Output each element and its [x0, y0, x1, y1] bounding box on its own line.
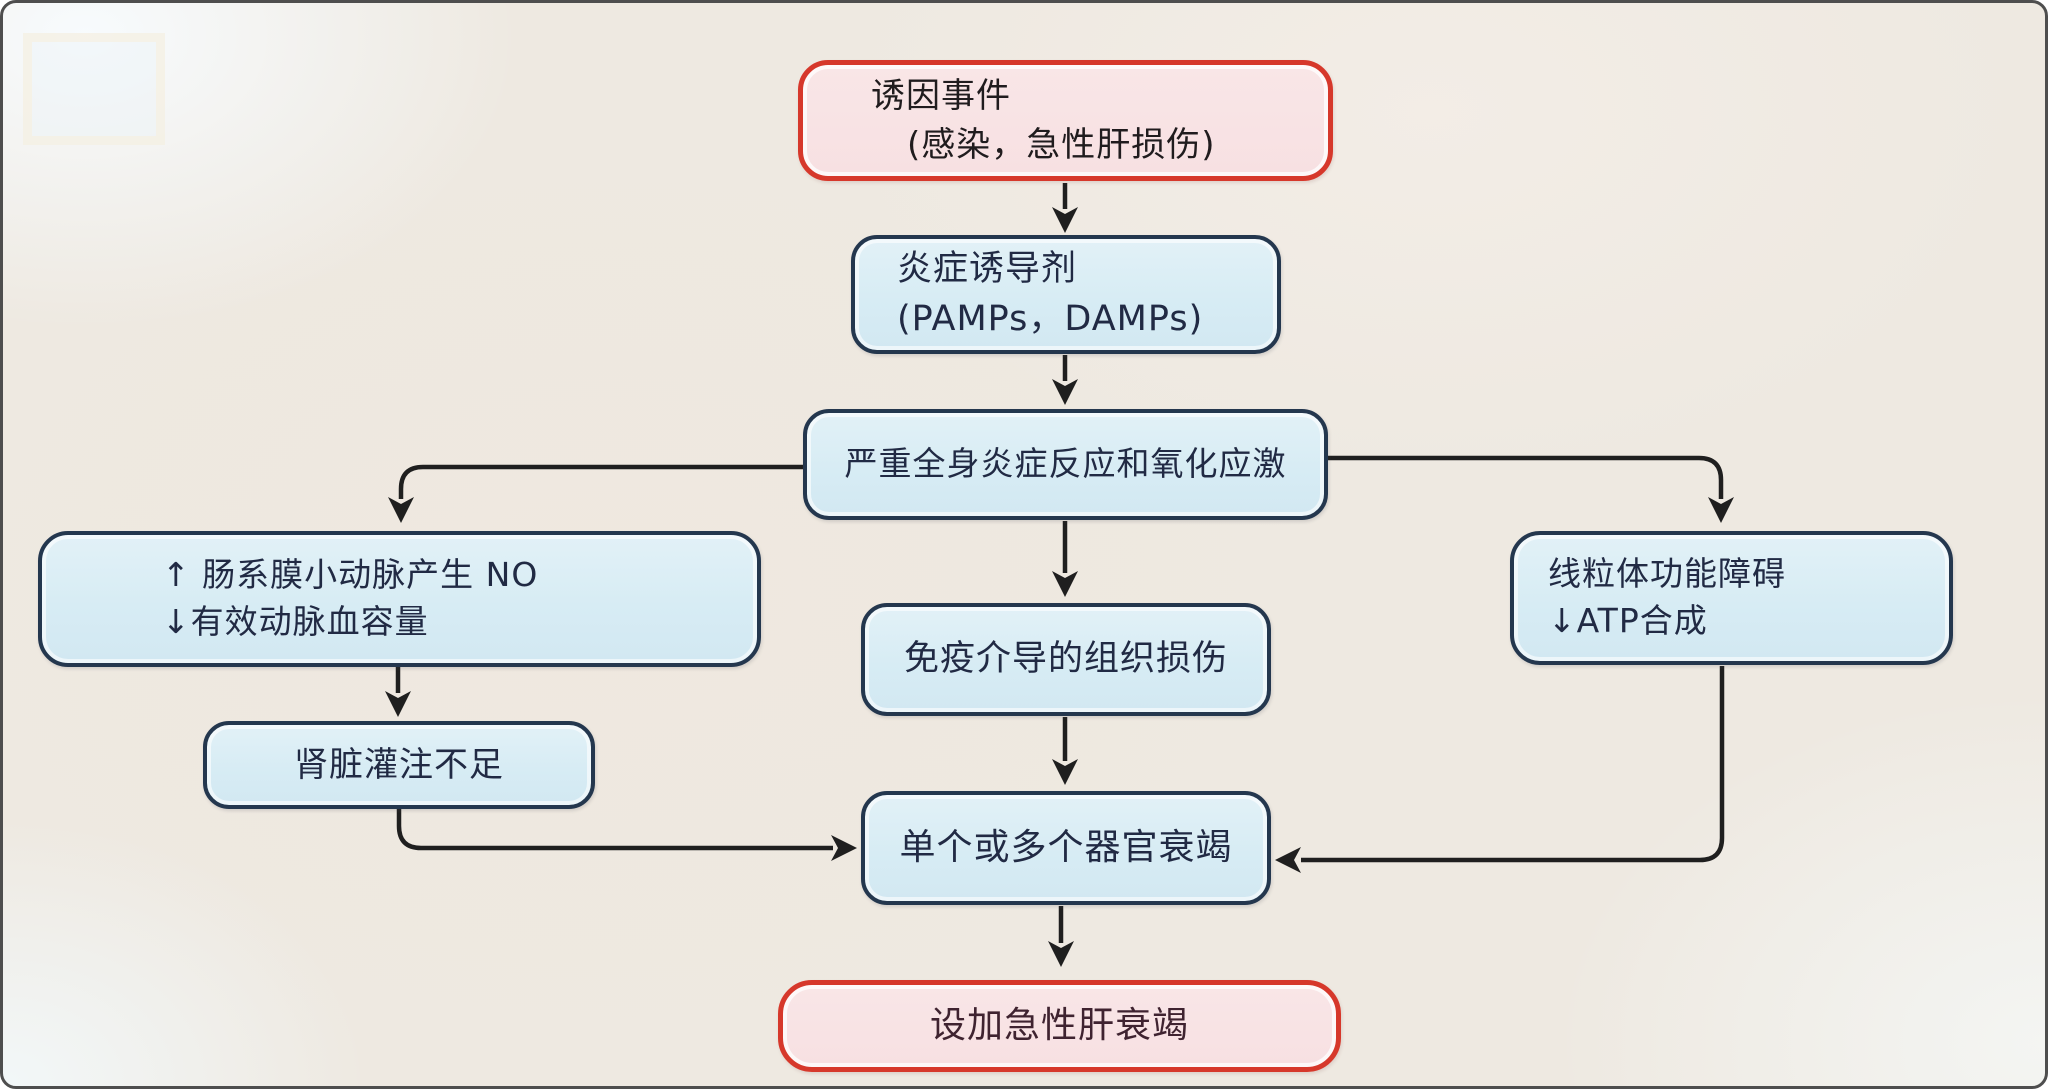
sirs-label: 严重全身炎症反应和氧化应激	[844, 444, 1287, 484]
faint-artifact-rectangle	[23, 33, 165, 145]
arrow-sirs-to-mesenteric	[398, 464, 805, 499]
mito-dysfunction-line: 线粒体功能障碍	[1548, 554, 1786, 594]
node-single-or-multiple-organ-failure: 单个或多个器官衰竭	[861, 791, 1271, 905]
node-inflammation-inducers: 炎症诱导剂 (PAMPs，DAMPs)	[851, 235, 1281, 354]
trigger-event-title: 诱因事件	[871, 76, 1011, 117]
trigger-event-detail: (感染，急性肝损伤)	[907, 124, 1216, 165]
arrowhead-inducer-to-sirs	[1052, 379, 1078, 405]
arterial-volume-line: ↓有效动脉血容量	[162, 602, 429, 641]
node-mesenteric-no-arterial-volume: ↑ 肠系膜小动脉产生 NO ↓有效动脉血容量	[38, 531, 761, 667]
node-immune-mediated-tissue-damage: 免疫介导的组织损伤	[861, 603, 1271, 716]
arrowhead-mito-to-organ	[1275, 847, 1301, 873]
node-trigger-event: 诱因事件 (感染，急性肝损伤)	[798, 60, 1333, 181]
aclf-label: 设加急性肝衰竭	[929, 1005, 1189, 1047]
arrowhead-sirs-to-mito	[1708, 497, 1734, 523]
arrowhead-trigger-to-inducer	[1052, 207, 1078, 233]
renal-label: 肾脏灌注不足	[294, 744, 504, 785]
node-renal-hypoperfusion: 肾脏灌注不足	[203, 721, 595, 809]
arrowhead-organ-to-aclf	[1048, 941, 1074, 967]
organ-failure-label: 单个或多个器官衰竭	[899, 827, 1233, 869]
inducers-detail: (PAMPs，DAMPs)	[897, 298, 1204, 339]
node-acute-on-chronic-liver-failure: 设加急性肝衰竭	[778, 980, 1341, 1072]
arrowhead-renal-to-organ	[831, 835, 857, 861]
arrowhead-immune-to-organ	[1052, 759, 1078, 785]
node-mitochondrial-dysfunction: 线粒体功能障碍 ↓ATP合成	[1510, 531, 1953, 665]
arrow-sirs-to-mito	[1327, 455, 1724, 499]
atp-synthesis-line: ↓ATP合成	[1548, 601, 1708, 640]
arrow-mito-to-organ	[1301, 666, 1725, 863]
arrowhead-sirs-to-mesenteric	[388, 497, 414, 523]
immune-label: 免疫介导的组织损伤	[903, 638, 1228, 679]
node-systemic-inflammation-oxidative-stress: 严重全身炎症反应和氧化应激	[803, 409, 1328, 520]
arrow-renal-to-organ	[396, 809, 833, 851]
mesenteric-no-line: ↑ 肠系膜小动脉产生 NO	[162, 555, 539, 595]
arrowhead-mesenteric-to-renal	[385, 691, 411, 717]
inducers-title: 炎症诱导剂	[897, 248, 1078, 289]
arrowhead-sirs-to-immune	[1052, 571, 1078, 597]
